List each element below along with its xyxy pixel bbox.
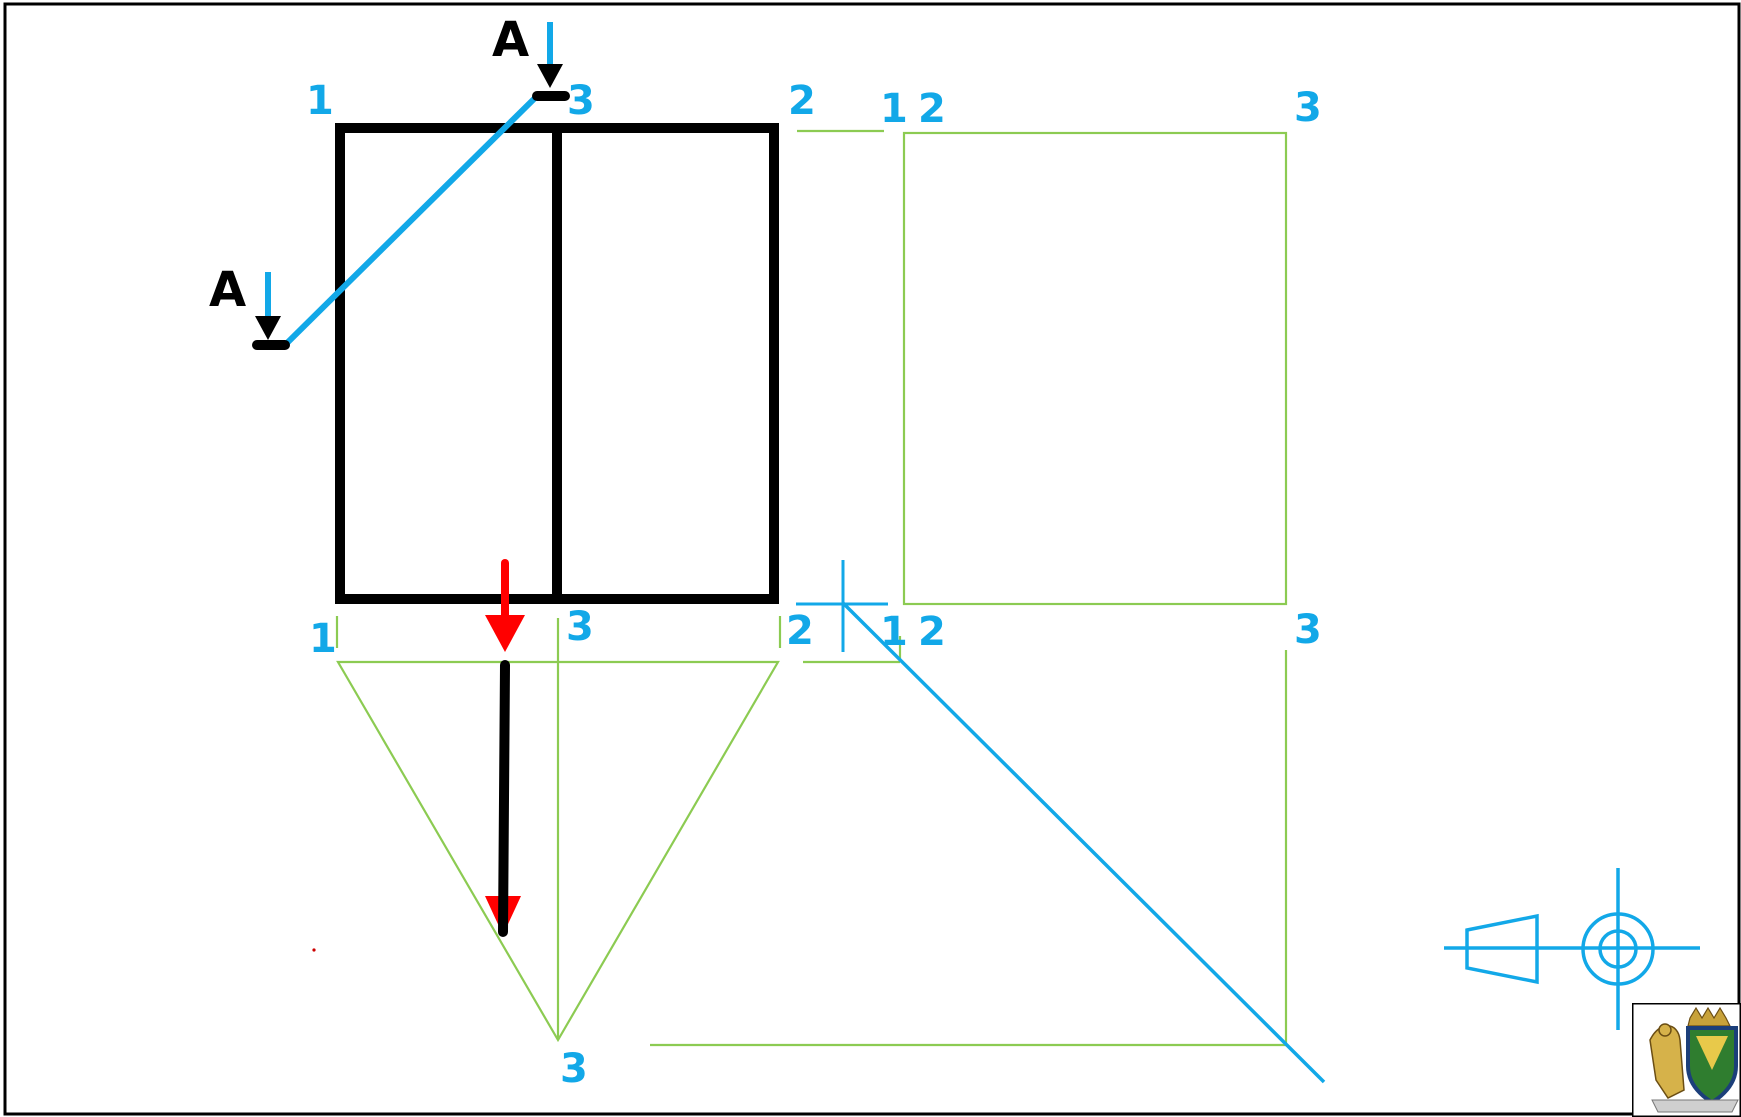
label-side-top-3: 3 xyxy=(1294,85,1322,131)
top-view xyxy=(336,618,780,1043)
cutting-plane: A A xyxy=(209,12,570,350)
miter-line xyxy=(840,600,1326,1084)
stray-dot xyxy=(312,948,316,952)
label-side-bottom-3: 3 xyxy=(1294,607,1322,653)
label-front-1: 1 xyxy=(306,78,334,124)
coat-of-arms-icon xyxy=(1632,1003,1741,1117)
label-front-3: 3 xyxy=(567,78,595,124)
view-arrow-upper-head xyxy=(537,64,563,88)
label-bottom-1: 1 xyxy=(309,616,337,662)
section-label-upper: A xyxy=(492,12,529,68)
point-labels: 1 3 2 1 2 3 1 3 2 1 2 3 3 xyxy=(306,78,1322,1092)
front-view xyxy=(335,123,779,604)
label-front-2: 2 xyxy=(788,78,816,124)
projection-arrow xyxy=(485,559,525,937)
construction-lines xyxy=(335,560,1326,1084)
side-view xyxy=(797,129,1288,606)
projection-arrow-head xyxy=(485,615,525,652)
label-apex-3: 3 xyxy=(560,1046,588,1092)
view-arrow-lower-head xyxy=(255,316,281,340)
sheet-border xyxy=(3,2,1741,1116)
side-view-outline xyxy=(902,131,1288,606)
section-label-lower: A xyxy=(209,262,246,318)
projection-line-black xyxy=(498,660,510,937)
label-side-top-1: 1 xyxy=(880,86,908,132)
label-bottom-3: 3 xyxy=(566,604,594,650)
label-side-bottom-1: 1 xyxy=(880,609,908,655)
label-side-bottom-2: 2 xyxy=(918,609,946,655)
projection-symbol-icon xyxy=(1444,868,1700,1030)
label-bottom-2: 2 xyxy=(786,608,814,654)
label-side-top-2: 2 xyxy=(918,86,946,132)
cutting-plane-line xyxy=(282,93,540,348)
